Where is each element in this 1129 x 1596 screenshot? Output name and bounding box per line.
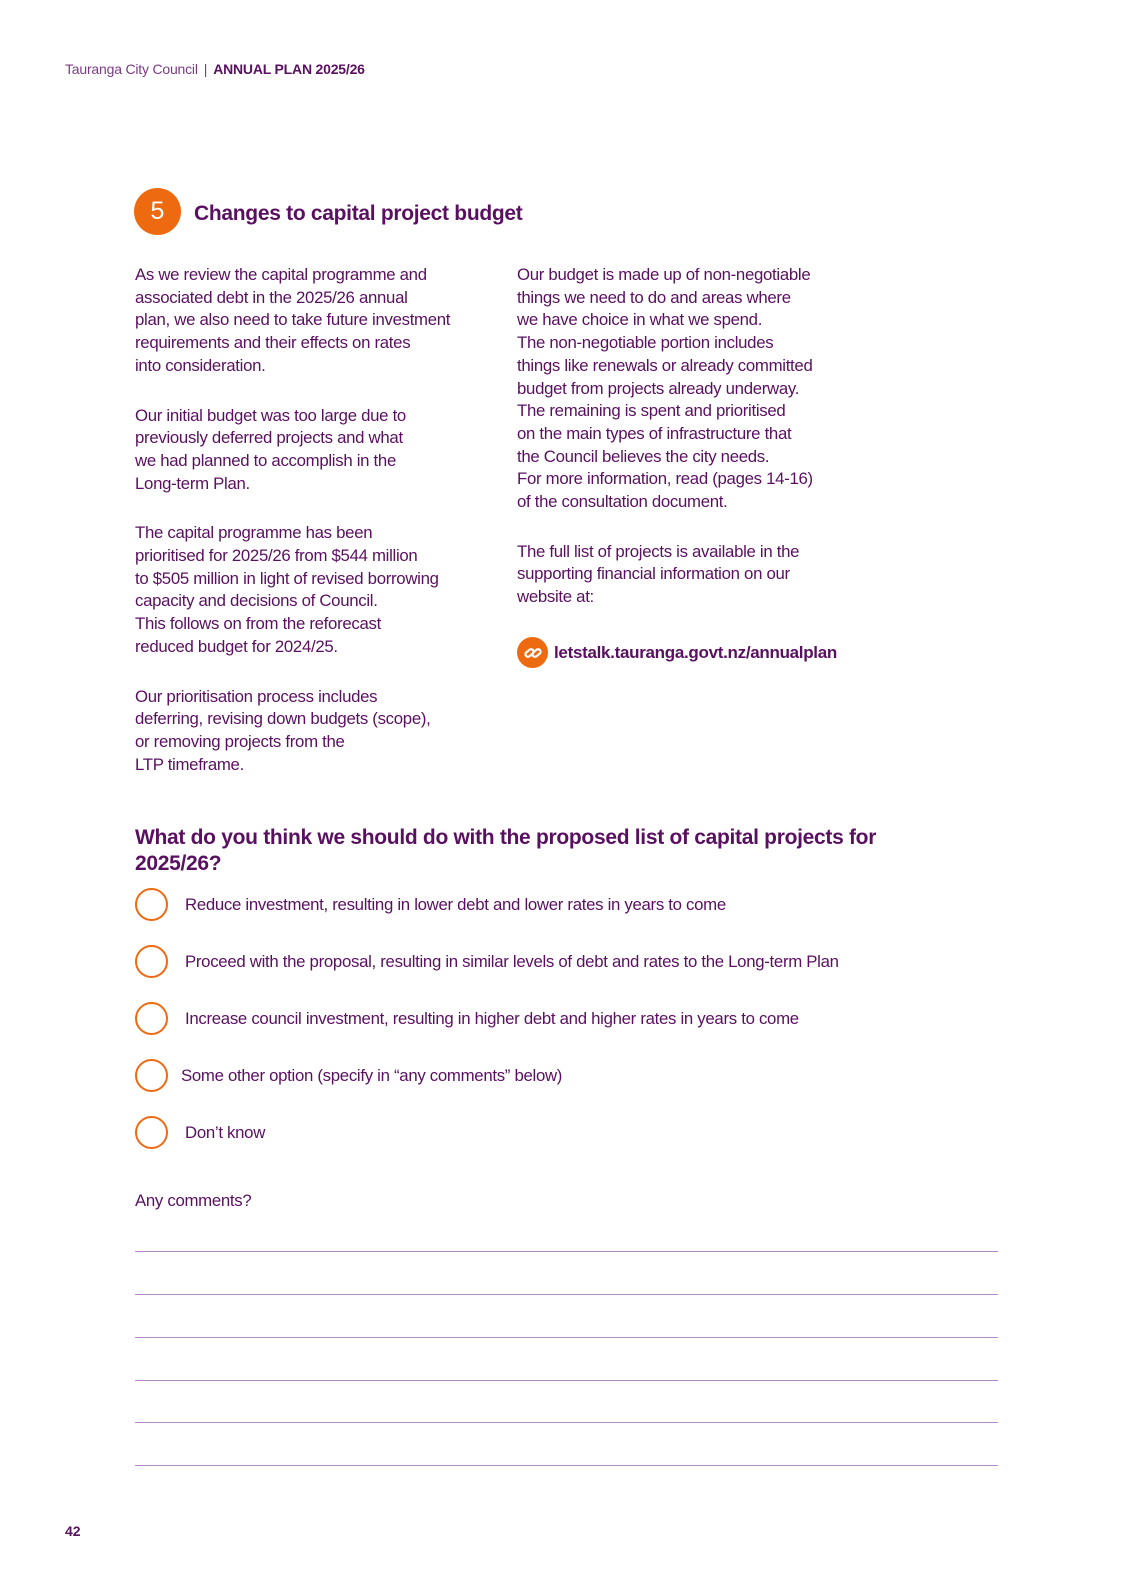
option-dont-know[interactable]: Don’t know xyxy=(135,1116,265,1149)
running-header: Tauranga City Council | ANNUAL PLAN 2025/2… xyxy=(65,61,365,77)
comment-line[interactable] xyxy=(135,1380,998,1381)
radio-button[interactable] xyxy=(135,888,168,921)
comment-line[interactable] xyxy=(135,1294,998,1295)
survey-question: What do you think we should do with the … xyxy=(135,826,877,875)
page-number: 42 xyxy=(65,1523,81,1539)
option-other[interactable]: Some other option (specify in “any comme… xyxy=(135,1059,562,1092)
option-label: Proceed with the proposal, resulting in … xyxy=(185,951,839,971)
option-label: Increase council investment, resulting i… xyxy=(185,1008,799,1028)
section-number-badge: 5 xyxy=(134,188,181,235)
radio-button[interactable] xyxy=(135,1116,168,1149)
left-paragraph-3: The capital programme has been prioritis… xyxy=(135,523,439,656)
link-icon xyxy=(517,637,548,668)
left-paragraph-2: Our initial budget was too large due to … xyxy=(135,405,406,493)
header-org-name: Tauranga City Council xyxy=(65,61,198,77)
left-paragraph-1: As we review the capital programme and a… xyxy=(135,265,451,375)
radio-button[interactable] xyxy=(135,1002,168,1035)
right-paragraph-2: The full list of projects is available i… xyxy=(517,541,800,607)
option-label: Some other option (specify in “any comme… xyxy=(181,1065,563,1085)
comment-line[interactable] xyxy=(135,1465,998,1466)
comments-label: Any comments? xyxy=(135,1191,252,1210)
comment-line[interactable] xyxy=(135,1337,998,1338)
option-label: Reduce investment, resulting in lower de… xyxy=(185,894,726,914)
header-plan-title: ANNUAL PLAN 2025/26 xyxy=(213,61,365,77)
left-paragraph-4: Our prioritisation process includes defe… xyxy=(135,686,431,774)
comment-line[interactable] xyxy=(135,1251,998,1252)
option-increase-investment[interactable]: Increase council investment, resulting i… xyxy=(135,1002,799,1035)
right-paragraph-1: Our budget is made up of non-negotiable … xyxy=(517,265,813,512)
right-text-column: Our budget is made up of non-negotiable … xyxy=(517,264,887,636)
option-label: Don’t know xyxy=(185,1122,266,1142)
radio-button[interactable] xyxy=(135,1059,168,1092)
website-link-text[interactable]: letstalk.tauranga.govt.nz/annualplan xyxy=(554,642,837,662)
website-link[interactable]: letstalk.tauranga.govt.nz/annualplan xyxy=(517,637,837,668)
left-text-column: As we review the capital programme and a… xyxy=(135,264,505,803)
option-proceed[interactable]: Proceed with the proposal, resulting in … xyxy=(135,945,839,978)
header-separator: | xyxy=(203,61,208,77)
option-reduce-investment[interactable]: Reduce investment, resulting in lower de… xyxy=(135,888,726,921)
comment-line[interactable] xyxy=(135,1422,998,1423)
radio-button[interactable] xyxy=(135,945,168,978)
section-title: Changes to capital project budget xyxy=(194,202,523,225)
